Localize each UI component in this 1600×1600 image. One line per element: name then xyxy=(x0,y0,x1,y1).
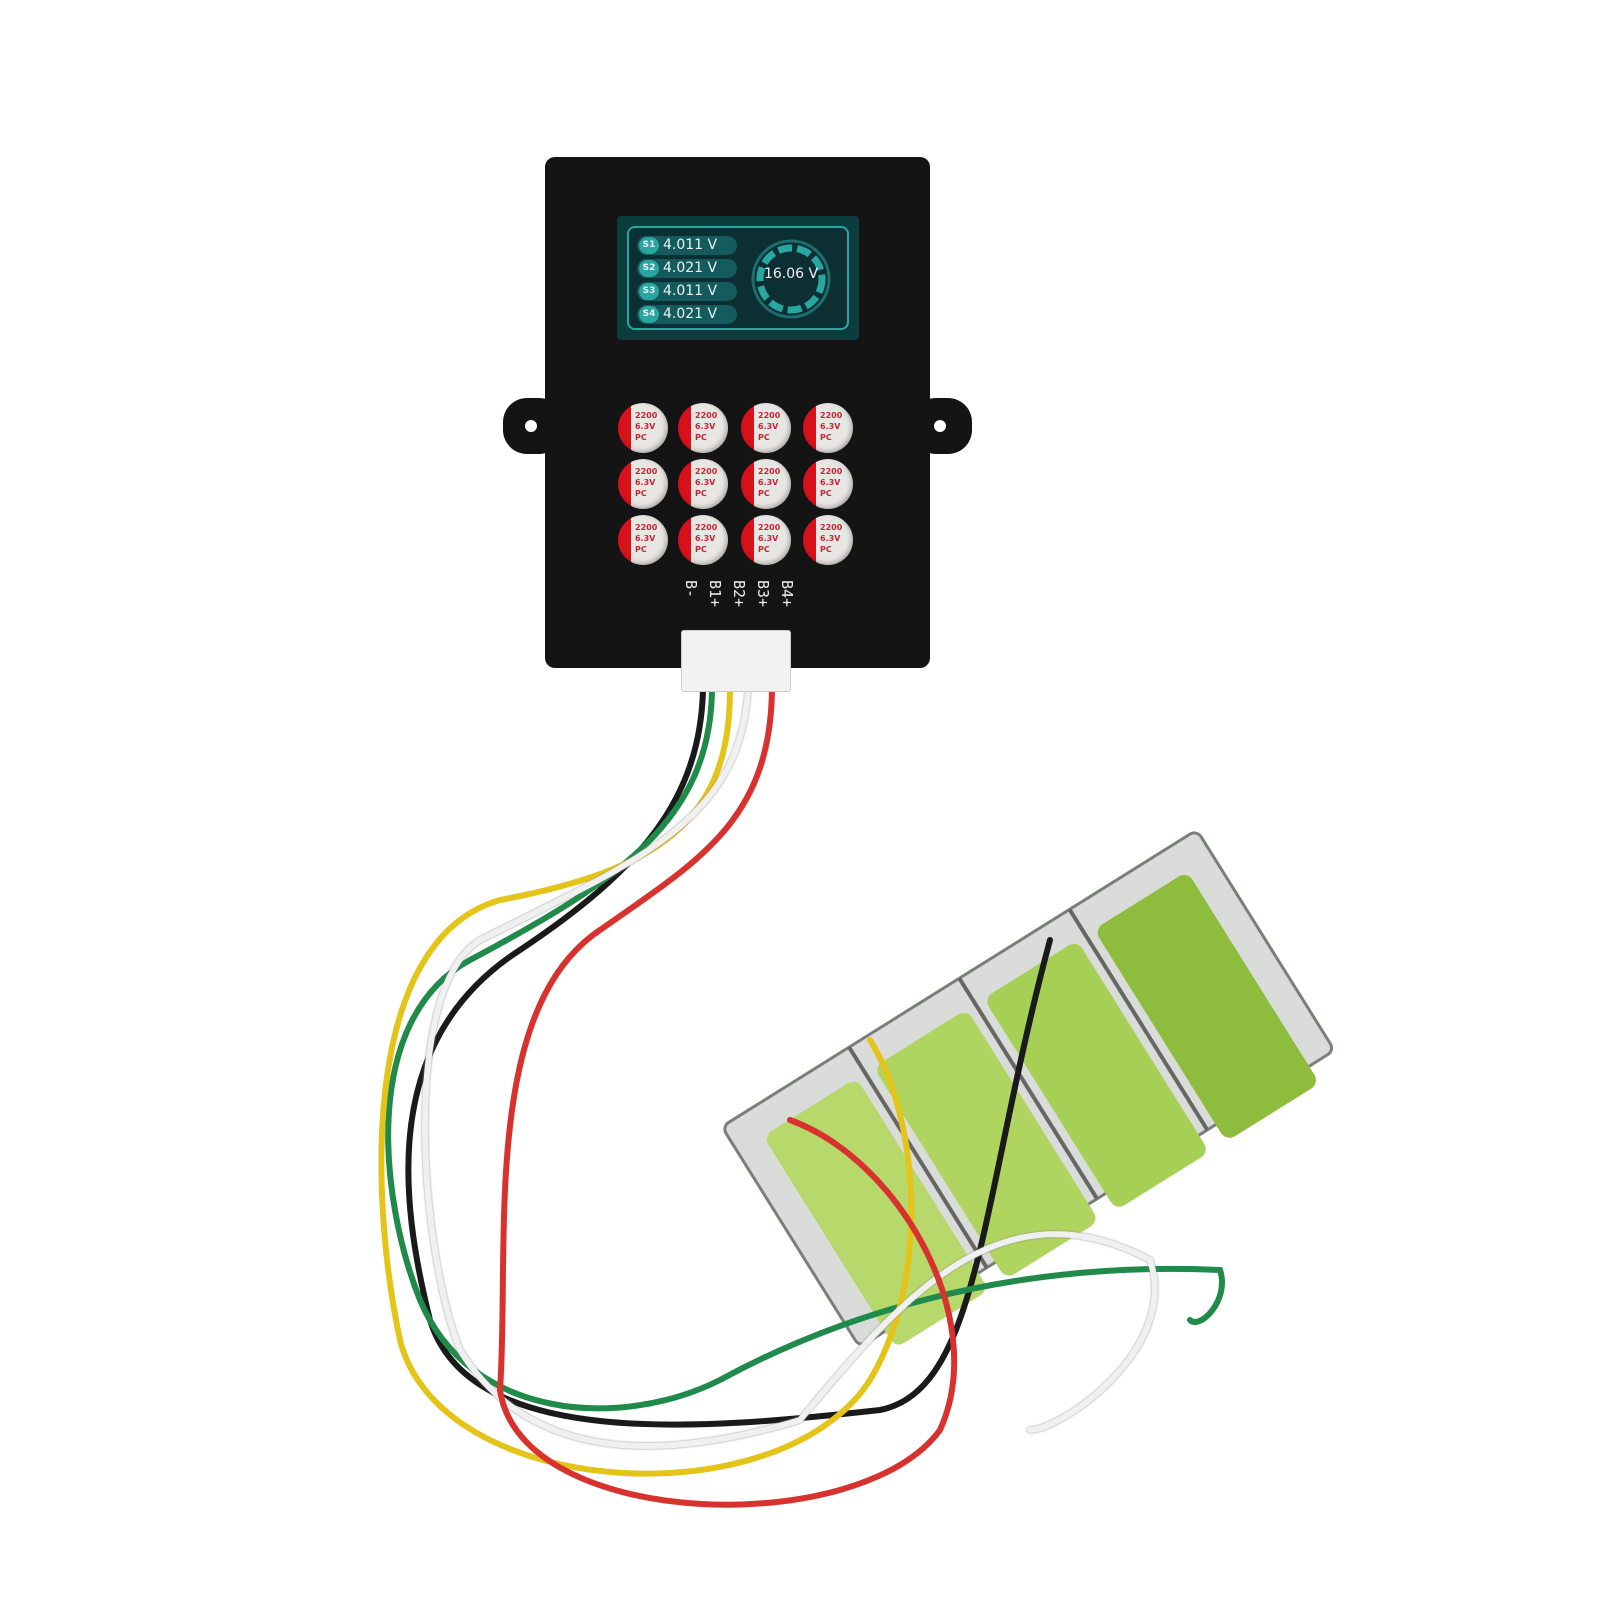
wire-white xyxy=(422,687,1158,1449)
wire-black xyxy=(405,687,1053,1428)
capacitor-label: 2200 xyxy=(820,467,843,476)
capacitor-label: 2200 xyxy=(758,411,781,420)
cell-voltage: 4.021 V xyxy=(663,260,718,276)
capacitor-label: 6.3V xyxy=(820,478,841,487)
capacitor: 2200 6.3V PC xyxy=(741,403,791,453)
pin-label-b4: B4+ xyxy=(778,580,796,608)
capacitor: 2200 6.3V PC xyxy=(618,459,668,509)
total-voltage: 16.06 V xyxy=(763,266,819,282)
capacitor: 2200 6.3V PC xyxy=(618,515,668,565)
capacitor-label: 6.3V xyxy=(695,534,716,543)
pin-label-b2: B2+ xyxy=(730,580,748,608)
capacitor-label: PC xyxy=(635,489,647,498)
capacitor: 2200 6.3V PC xyxy=(803,459,853,509)
capacitor: 2200 6.3V PC xyxy=(618,403,668,453)
capacitor-label: 6.3V xyxy=(695,478,716,487)
capacitor-label: 2200 xyxy=(758,523,781,532)
cell-tag: S1 xyxy=(639,237,659,254)
capacitor: 2200 6.3V PC xyxy=(803,515,853,565)
capacitor: 2200 6.3V PC xyxy=(678,459,728,509)
cell-voltage: 4.011 V xyxy=(663,237,718,253)
capacitor-label: 6.3V xyxy=(758,422,779,431)
capacitor-label: PC xyxy=(695,489,707,498)
capacitor-label: 6.3V xyxy=(635,534,656,543)
capacitor-label: 6.3V xyxy=(695,422,716,431)
capacitor-label: PC xyxy=(820,489,832,498)
capacitor-label: 2200 xyxy=(695,411,718,420)
battery-cell xyxy=(877,1012,1096,1276)
battery-cell xyxy=(766,1081,986,1345)
capacitor: 2200 6.3V PC xyxy=(741,515,791,565)
pin-label-b1: B1+ xyxy=(706,580,724,608)
capacitor-label: 6.3V xyxy=(820,422,841,431)
capacitor-label: PC xyxy=(758,545,770,554)
capacitor-label: 2200 xyxy=(695,467,718,476)
battery-pack xyxy=(723,831,1334,1346)
capacitor: 2200 6.3V PC xyxy=(741,459,791,509)
capacitor-label: 2200 xyxy=(758,467,781,476)
capacitor-label: 6.3V xyxy=(635,478,656,487)
battery-cell xyxy=(1097,875,1316,1138)
capacitor-label: PC xyxy=(635,545,647,554)
capacitor-label: 6.3V xyxy=(758,534,779,543)
wire-red xyxy=(496,687,958,1508)
capacitor-label: 6.3V xyxy=(820,534,841,543)
capacitor-label: 2200 xyxy=(695,523,718,532)
capacitor-label: PC xyxy=(695,545,707,554)
capacitor-label: PC xyxy=(820,433,832,442)
capacitor-label: PC xyxy=(820,545,832,554)
capacitor-label: 6.3V xyxy=(758,478,779,487)
capacitor-label: 2200 xyxy=(635,523,658,532)
capacitor-label: 2200 xyxy=(635,411,658,420)
pin-label-b3: B3+ xyxy=(754,580,772,608)
pin-label-b-minus: B- xyxy=(682,580,700,599)
capacitor-label: PC xyxy=(758,433,770,442)
capacitor-label: 2200 xyxy=(820,523,843,532)
capacitor: 2200 6.3V PC xyxy=(678,403,728,453)
capacitor-label: 2200 xyxy=(635,467,658,476)
wire-yellow xyxy=(378,687,915,1477)
capacitor-label: PC xyxy=(635,433,647,442)
capacitor-label: 6.3V xyxy=(635,422,656,431)
battery-cell xyxy=(987,943,1206,1207)
capacitor-label: PC xyxy=(758,489,770,498)
capacitor: 2200 6.3V PC xyxy=(678,515,728,565)
cell-voltage: 4.021 V xyxy=(663,306,718,322)
balance-connector xyxy=(681,630,791,692)
cell-tag: S4 xyxy=(639,306,659,323)
capacitor: 2200 6.3V PC xyxy=(803,403,853,453)
cell-tag: S2 xyxy=(639,260,659,277)
balance-wires xyxy=(378,687,1225,1508)
capacitor-label: PC xyxy=(695,433,707,442)
cell-voltage: 4.011 V xyxy=(663,283,718,299)
total-voltage-gauge-icon xyxy=(751,239,831,319)
capacitor-label: 2200 xyxy=(820,411,843,420)
cell-tag: S3 xyxy=(639,283,659,300)
